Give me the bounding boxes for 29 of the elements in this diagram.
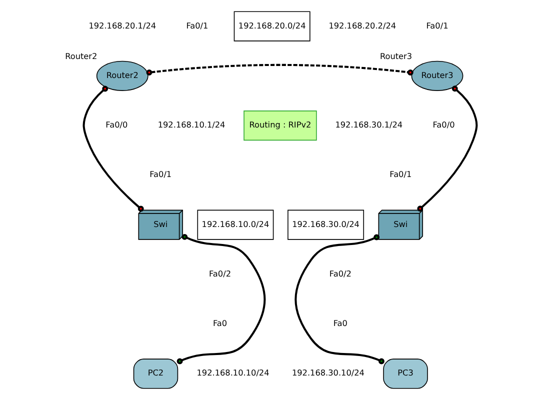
connector — [417, 86, 478, 212]
label: 192.168.30.10/24 — [292, 368, 364, 378]
connector — [176, 234, 266, 364]
label: 192.168.20.1/24 — [88, 20, 156, 30]
node-box: 192.168.10.0/24 — [197, 210, 274, 240]
node-label: Router3 — [380, 50, 412, 61]
connector — [146, 64, 414, 76]
label: Fa0/0 — [432, 120, 455, 130]
label: Fa0 — [333, 318, 348, 328]
connector — [294, 234, 384, 364]
label: Fa0/1 — [150, 169, 172, 180]
label: Fa0/1 — [426, 20, 448, 30]
node-box: Routing : RIPv2 — [244, 110, 317, 141]
label: Fa0/2 — [329, 268, 352, 278]
label: Fa0 — [212, 318, 228, 328]
label: 192.168.10.1/24 — [158, 120, 226, 130]
label: Fa0/1 — [186, 20, 208, 30]
label: Fa0/1 — [390, 169, 412, 180]
node-box: PC3 — [383, 358, 428, 389]
node-label: Router2 — [65, 50, 98, 61]
node-box: 192.168.30.0/24 — [288, 210, 364, 240]
node-box: PC2 — [133, 358, 178, 389]
connector — [82, 86, 144, 212]
label: 192.168.30.1/24 — [335, 120, 403, 130]
label: Fa0/2 — [209, 268, 231, 278]
label: 192.168.10.10/24 — [196, 368, 270, 378]
label: Fa0/0 — [106, 120, 128, 130]
node-box: 192.168.20.0/24 — [234, 11, 310, 42]
label: 192.168.20.2/24 — [328, 20, 396, 30]
